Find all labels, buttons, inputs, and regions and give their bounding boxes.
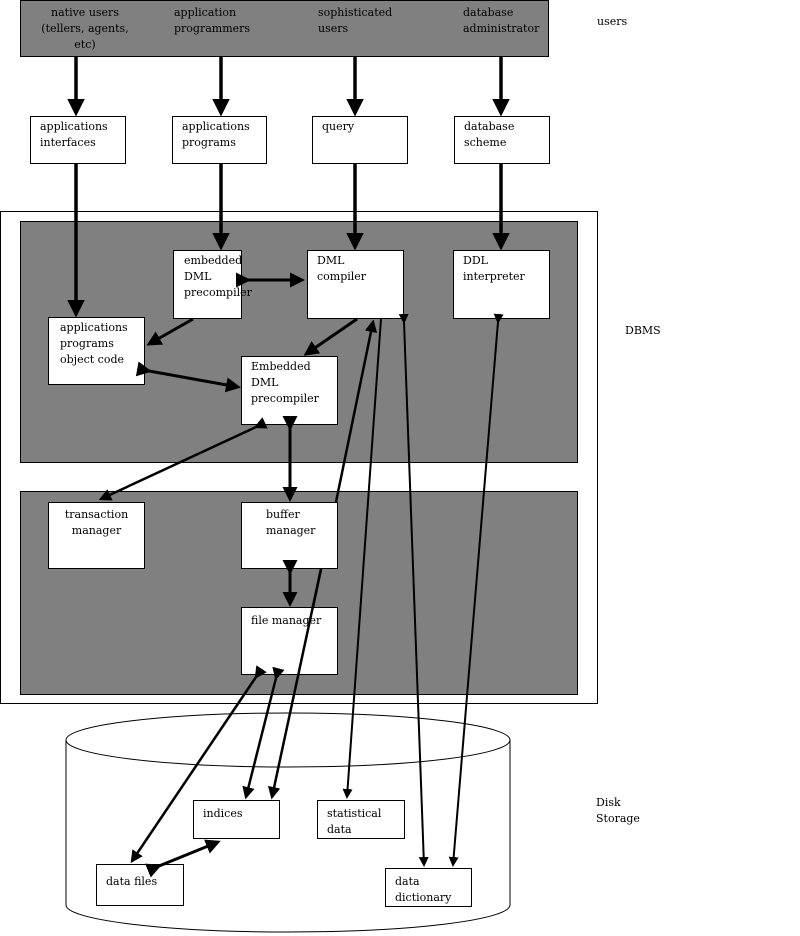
native-users-label: native users (tellers, agents, etc) xyxy=(41,6,129,51)
applications-programs-box: applications programs xyxy=(172,116,267,164)
database-administrator-label: database administrator xyxy=(463,6,540,35)
ddl-interpreter-box: DDL interpreter xyxy=(453,250,550,319)
disk-storage-label: Disk Storage xyxy=(596,796,640,825)
database-scheme-box: database scheme xyxy=(454,116,550,164)
users-bar xyxy=(20,0,549,57)
indices-box: indices xyxy=(193,800,280,839)
statistical-data-box: statistical data xyxy=(317,800,405,839)
sophisticated-users-label: sophisticated users xyxy=(318,6,393,35)
file-manager-box: file manager xyxy=(241,607,338,675)
applications-object-code-box: applications programs object code xyxy=(48,317,145,385)
dbms-section-label: DBMS xyxy=(625,324,661,337)
query-box: query xyxy=(312,116,408,164)
users-section-label: users xyxy=(597,15,628,28)
data-files-box: data files xyxy=(96,864,184,906)
embedded-dml-precompiler-mid-box: Embedded DML precompiler xyxy=(241,356,338,425)
data-dictionary-box: data dictionary xyxy=(385,868,472,907)
applications-interfaces-box: applications interfaces xyxy=(30,116,126,164)
arrow-datafiles-to-indices xyxy=(145,839,221,878)
embedded-dml-precompiler-top-box: embedded DML precompiler xyxy=(173,250,252,319)
application-programmers-label: application programmers xyxy=(174,6,251,35)
dml-compiler-box: DML compiler xyxy=(307,250,404,319)
buffer-manager-box: buffer manager xyxy=(241,502,338,569)
transaction-manager-box: transaction manager xyxy=(48,502,145,569)
